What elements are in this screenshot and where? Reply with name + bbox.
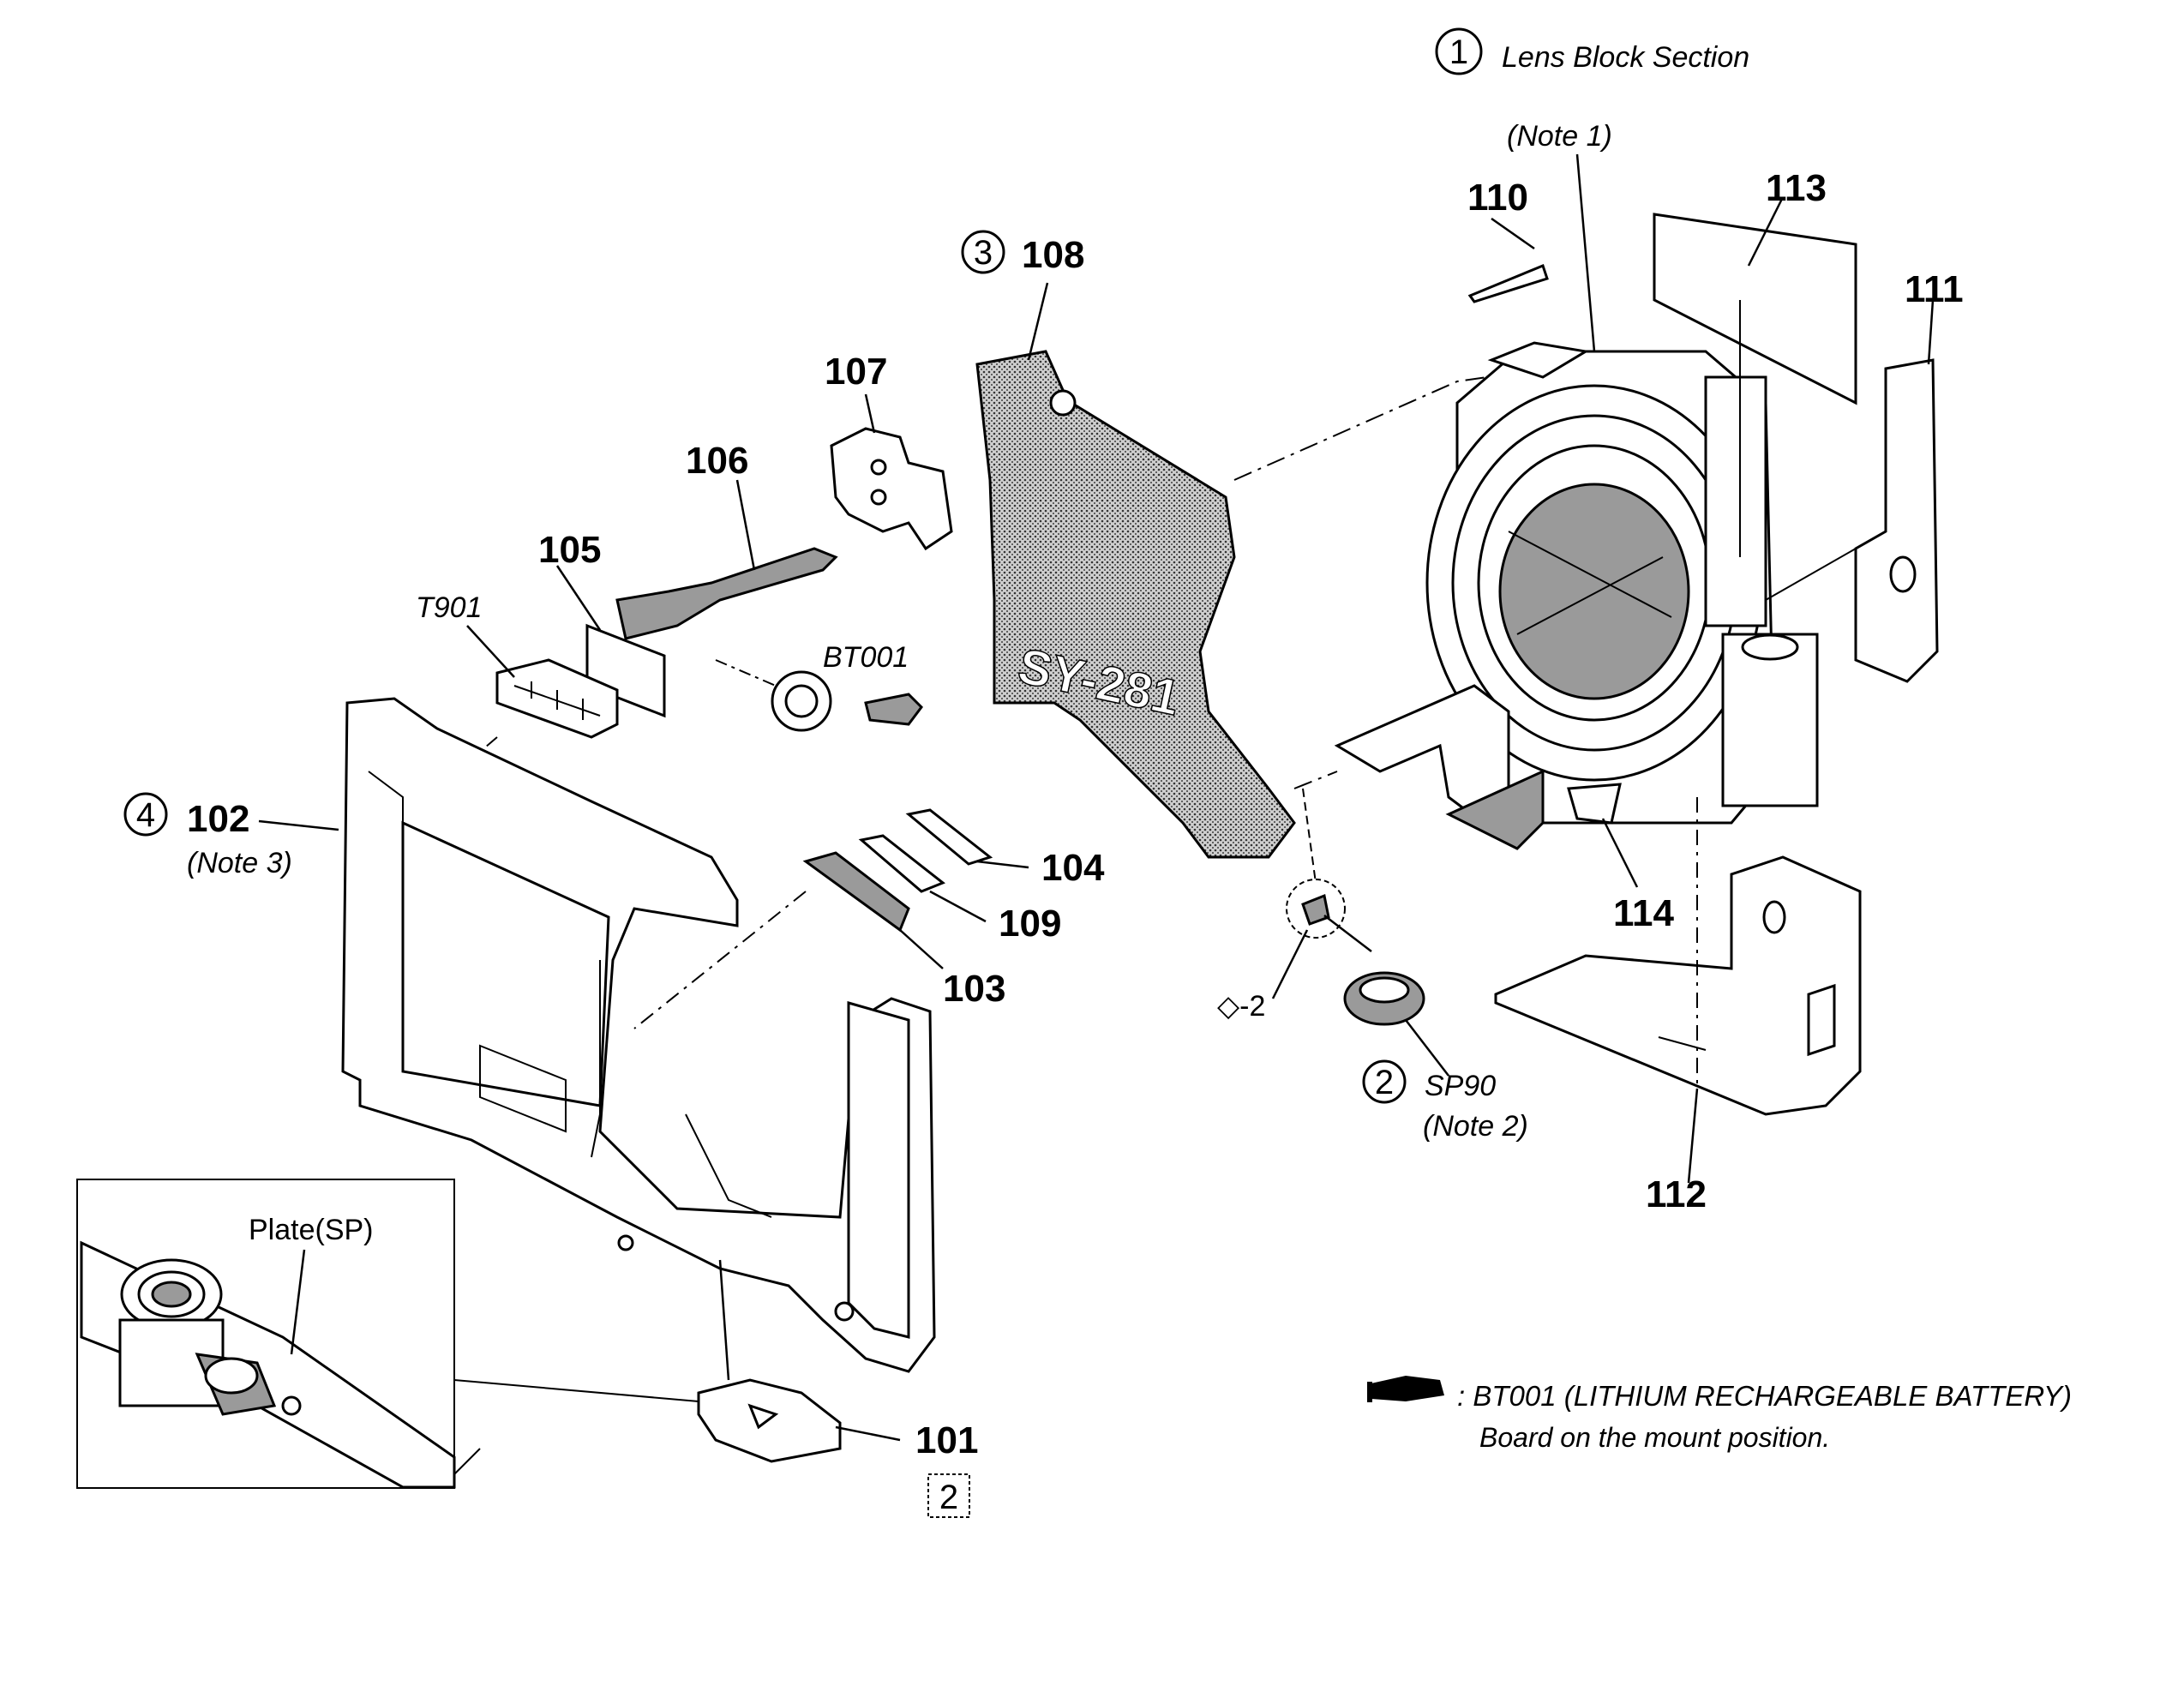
part-103-plate: [802, 851, 910, 933]
part-number-104: 104: [1041, 847, 1105, 889]
battery-symbol-icon: [864, 693, 923, 726]
circle-marker-2: [1362, 1059, 1407, 1104]
legend: : BT001 (LITHIUM RECHARGEABLE BATTERY) B…: [1367, 1376, 2072, 1453]
circled-number-1: 1: [1449, 33, 1468, 71]
note-2: (Note 2): [1423, 1110, 1528, 1143]
battery-legend-icon: [1367, 1376, 1444, 1401]
circled-number-2: 2: [1375, 1064, 1394, 1101]
part-number-113: 113: [1766, 167, 1827, 209]
note-3: (Note 3): [187, 847, 292, 879]
part-108-main-board: SY-281: [975, 350, 1296, 859]
legend-line-1: : BT001 (LITHIUM RECHARGEABLE BATTERY): [1457, 1380, 2072, 1412]
part-110-shape: [1467, 264, 1549, 303]
part-106-flex-cable: [615, 547, 838, 640]
lens-block-assembly: [1425, 341, 1819, 825]
part-number-108: 108: [1022, 234, 1084, 276]
circled-number-3: 3: [974, 234, 993, 272]
part-number-114: 114: [1613, 892, 1675, 934]
part-109-strip: [858, 834, 945, 893]
part-number-110: 110: [1467, 177, 1528, 219]
section-title: Lens Block Section: [1502, 41, 1749, 74]
sheet-ref-box: [927, 1473, 970, 1518]
plate-sp-inset: Plate(SP): [76, 1179, 699, 1489]
part-104-strip: [905, 808, 993, 866]
part-number-105: 105: [538, 529, 601, 571]
plate-sp-label: Plate(SP): [249, 1214, 374, 1246]
part-number-111: 111: [1905, 268, 1964, 310]
t901-reference: T901: [416, 591, 483, 624]
part-number-103: 103: [943, 968, 1005, 1010]
speaker-reference: SP90: [1425, 1070, 1496, 1102]
part-114-sheet: [1567, 783, 1622, 825]
lens-motor-block: [1721, 633, 1819, 807]
part-113-sheet: [1653, 213, 1857, 405]
note-1: (Note 1): [1507, 120, 1612, 153]
circle-marker-3: [961, 230, 1005, 274]
bt001-reference: BT001: [823, 641, 909, 674]
sheet-ref-number: 2: [939, 1479, 958, 1516]
part-number-109: 109: [999, 903, 1061, 945]
part-102-front-frame: [341, 697, 936, 1373]
lens-block-section-header: 1 Lens Block Section: [1435, 27, 1749, 75]
part-107-bracket: [830, 427, 953, 551]
part-number-102: 102: [187, 798, 249, 840]
part-111-plate: [1854, 358, 1939, 683]
part-112-plate: [1494, 855, 1862, 1116]
lens-glass: [1498, 483, 1690, 700]
part-number-107: 107: [825, 351, 887, 393]
circled-number-4: 4: [136, 796, 155, 834]
circle-marker-4: [123, 792, 168, 837]
legend-line-2: Board on the mount position.: [1479, 1422, 1830, 1453]
circle-marker-1: [1435, 27, 1483, 75]
part-number-112: 112: [1646, 1173, 1707, 1215]
speaker-connector-detail: [1286, 879, 1346, 939]
part-number-101: 101: [915, 1419, 978, 1461]
screw-reference: ◇-2: [1217, 990, 1265, 1023]
part-number-106: 106: [686, 440, 748, 482]
